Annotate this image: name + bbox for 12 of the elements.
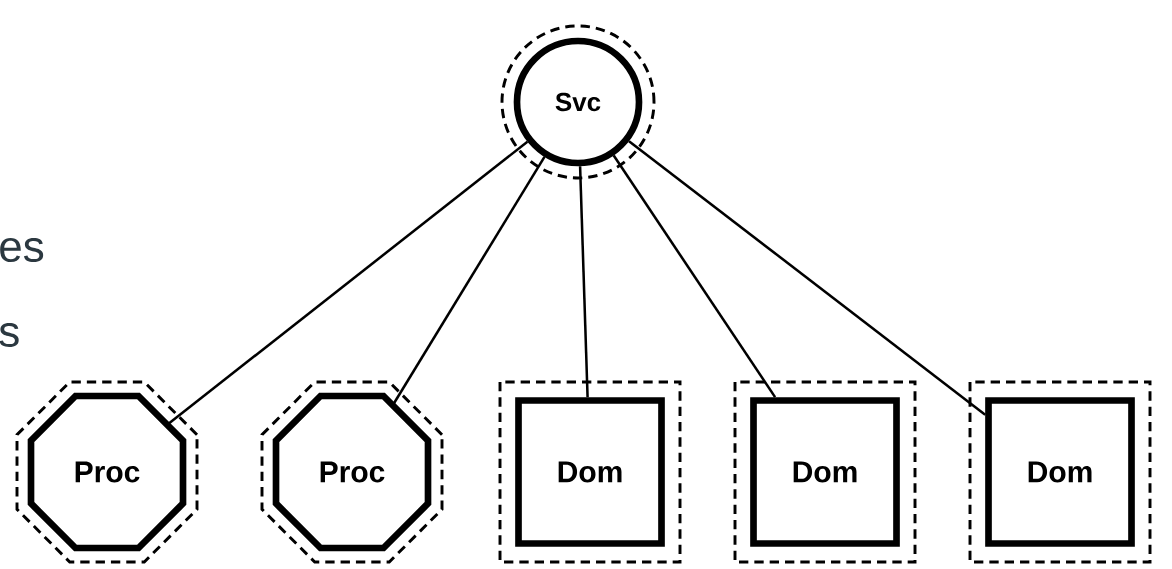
text-fragment: es (0, 237, 44, 263)
connector-line (166, 140, 529, 426)
connector-line (612, 154, 777, 398)
connector-line (578, 166, 589, 398)
connector-line (391, 156, 546, 406)
process-octagon: Proc (15, 380, 199, 564)
domain-square: Dom (733, 380, 917, 564)
process-octagon: Proc (260, 380, 444, 564)
connector-line (628, 140, 986, 416)
text-fragment: s (0, 323, 19, 348)
domain-square: Dom (968, 380, 1152, 564)
domain-square: Dom (498, 380, 682, 564)
